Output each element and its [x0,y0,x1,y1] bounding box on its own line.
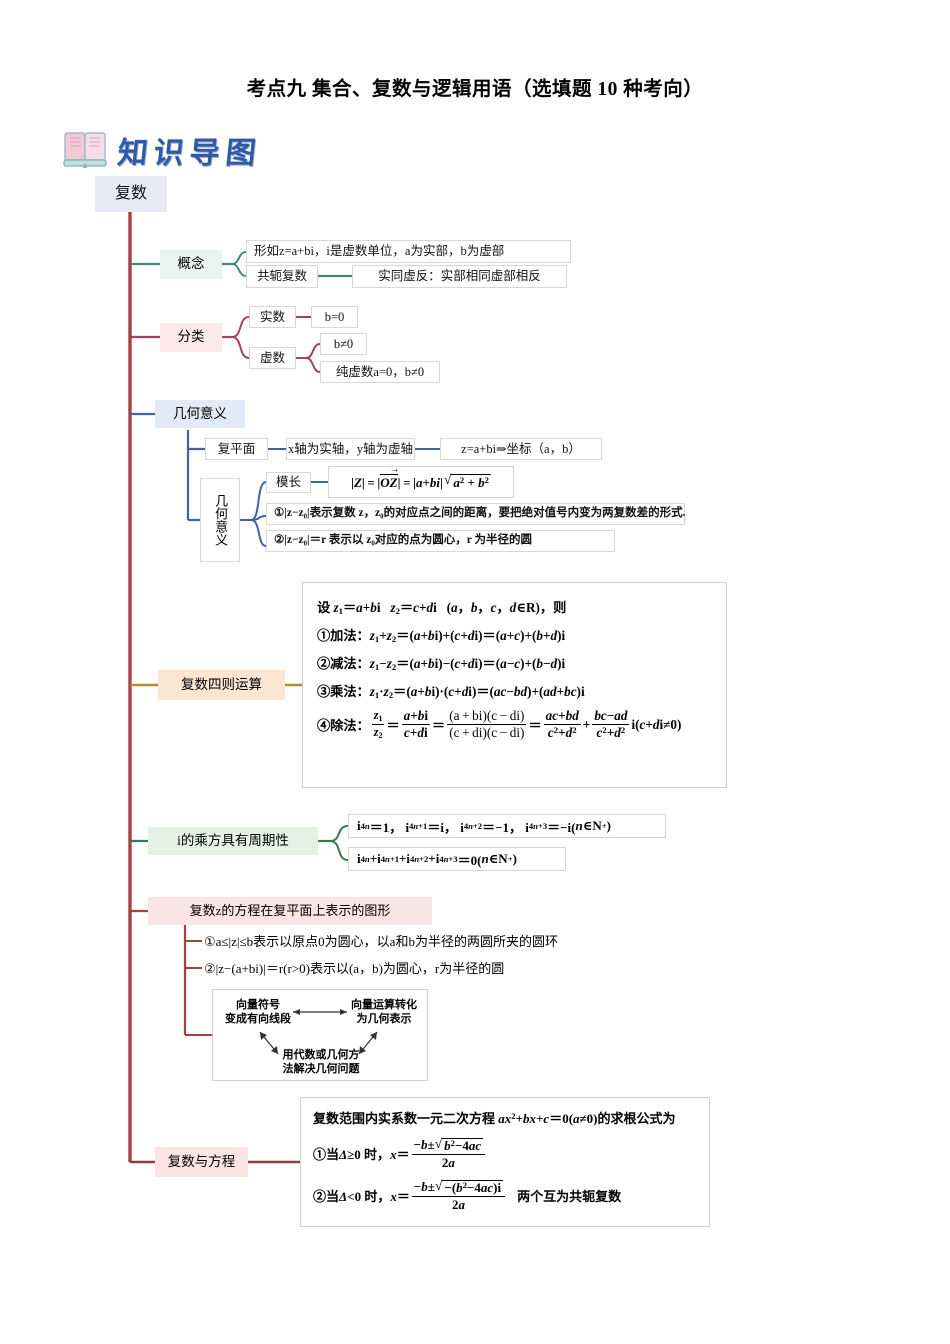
open-book-icon [62,130,108,170]
geometry-sub-label: 几何意义 [200,478,240,562]
operations-setup: 设 z1＝a+bi z2＝c+di (a，b，c，d∈R)，则 [317,600,567,616]
branch-label-operations[interactable]: 复数四则运算 [158,670,285,700]
operations-subtraction: ②减法：z1−z2＝(a+bi)−(c+di)＝(a−c)+(b−d)i [317,656,566,672]
geometry-coordinate: z=a+bi⇒坐标（a，b） [440,438,602,460]
branch-label-shapes[interactable]: 复数z的方程在复平面上表示的图形 [148,897,432,925]
classification-imag-condition-1: b≠0 [320,333,367,355]
page-title: 考点九 集合、复数与逻辑用语（选填题 10 种考向） [246,79,704,100]
branch-label-classification[interactable]: 分类 [160,323,222,352]
classification-real: 实数 [249,306,296,328]
shapes-item-2: ②|z−(a+bi)|＝r(r>0)表示以(a，b)为圆心，r为半径的圆 [204,961,505,976]
geometry-note-2: ②|z−z₀|＝r 表示以 z₀对应的点为圆心，r 为半径的圆 [266,530,615,552]
triangle-node-right: 向量运算转化为几何表示 [351,999,417,1026]
geometry-modulus-label: 模长 [266,472,311,493]
concept-item-definition: 形如z=a+bi，i是虚数单位，a为实部，b为虚部 [246,240,571,263]
geometry-complex-plane: 复平面 [205,438,268,460]
equation-case-1: ①当Δ≥0 时，x＝ −b±√b2−4ac 2a [313,1137,697,1169]
triangle-node-left: 向量符号变成有向线段 [225,999,291,1026]
equation-header: 复数范围内实系数一元二次方程 ax2+bx+c＝0(a≠0)的求根公式为 [313,1111,676,1126]
operations-addition: ①加法：z1+z2＝(a+bi)+(c+di)＝(a+c)+(b+d)i [317,628,566,644]
logo-text: 知识导图 [115,136,264,171]
classification-imag-condition-2: 纯虚数a=0，b≠0 [320,361,440,383]
section-header: 知识导图 [62,128,264,172]
classification-imaginary: 虚数 [249,347,296,369]
equation-panel: 复数范围内实系数一元二次方程 ax2+bx+c＝0(a≠0)的求根公式为 ①当Δ… [300,1097,710,1227]
triangle-node-bottom: 用代数或几何方法解决几何问题 [282,1049,360,1076]
concept-item-conjugate-desc: 实同虚反：实部相同虚部相反 [352,265,567,288]
equation-case-2: ②当Δ<0 时，x＝ −b±√−(b2−4ac)i 2a 两个互为共轭复数 [313,1178,622,1212]
operations-multiplication: ③乘法：z1·z2＝(a+bi)·(c+di)＝(ac−bd)+(ad+bc)i [317,684,585,700]
branch-label-equation[interactable]: 复数与方程 [155,1147,248,1177]
shapes-item-1: ①a≤|z|≤b表示以原点0为圆心，以a和b为半径的两圆所夹的圆环 [204,934,558,949]
operations-panel: 设 z1＝a+bi z2＝c+di (a，b，c，d∈R)，则 ①加法：z1+z… [302,582,727,788]
vector-transform-diagram: 向量符号变成有向线段 向量运算转化为几何表示 用代数或几何方法解决几何问题 [212,989,428,1081]
root-node-complex-number[interactable]: 复数 [95,176,167,212]
branch-label-power-periodicity[interactable]: i的乘方具有周期性 [148,827,318,855]
geometry-modulus-formula: |Z| = |OZ| = |a+bi| √a2 + b2 [328,464,514,498]
geometry-note-1: ①|z−z₀|表示复数 z，z₀的对应点之间的距离，要把绝对值号内变为两复数差的… [266,503,686,525]
branch-label-concept[interactable]: 概念 [160,250,222,279]
equation-case-2-note: 两个互为共轭复数 [517,1188,622,1204]
concept-item-conjugate: 共轭复数 [246,265,318,288]
geometry-axes: x轴为实轴，y轴为虚轴 [286,438,415,460]
classification-real-condition: b=0 [311,306,358,328]
branch-label-geometry[interactable]: 几何意义 [155,400,245,428]
